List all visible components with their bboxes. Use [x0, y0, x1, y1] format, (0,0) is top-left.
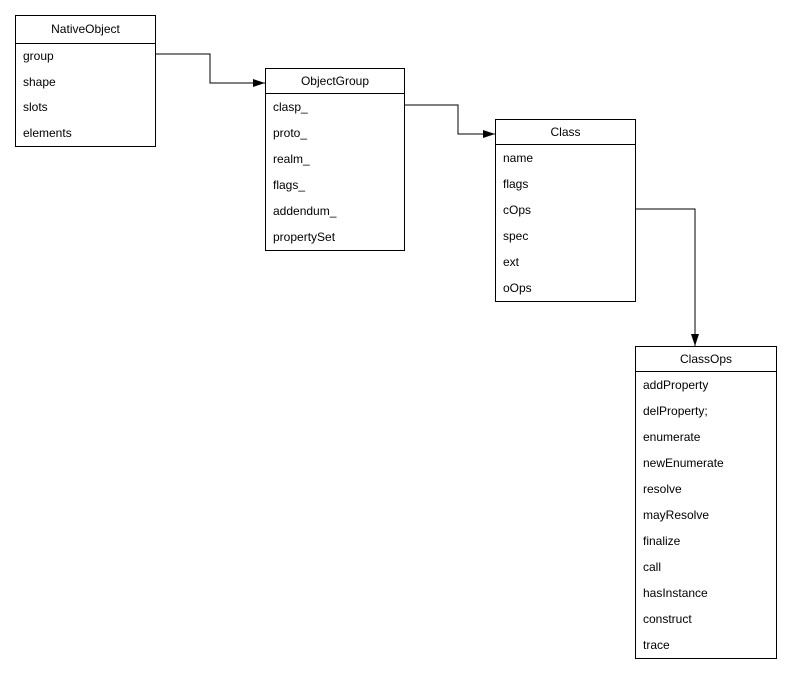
uml-class-field: hasInstance [643, 586, 708, 600]
uml-class-title: ClassOps [636, 347, 776, 372]
uml-class-field: proto_ [273, 126, 308, 140]
connector-objectgroup-to-class [405, 104, 495, 138]
uml-class-field: realm_ [273, 152, 310, 166]
uml-class-field: cOps [503, 203, 532, 217]
uml-class-field: group [23, 49, 54, 63]
uml-class-title: Class [496, 120, 635, 145]
uml-class-title: NativeObject [16, 16, 155, 44]
uml-class-field: enumerate [643, 430, 701, 444]
uml-class-field: clasp_ [273, 100, 308, 114]
uml-class-box-nativeobject: NativeObject group shape slots elements [15, 15, 156, 147]
uml-class-field: elements [23, 125, 72, 140]
uml-class-title: ObjectGroup [266, 69, 404, 94]
uml-class-field: addProperty [643, 378, 709, 392]
uml-class-field: finalize [643, 534, 681, 548]
uml-class-field: flags_ [273, 178, 306, 192]
uml-class-field: name [503, 151, 534, 165]
uml-class-field: slots [23, 100, 48, 114]
uml-class-box-class: Class name flags cOps spec ext oOps [495, 119, 636, 302]
uml-class-box-classops: ClassOps addProperty delProperty; enumer… [635, 346, 777, 659]
uml-class-field: call [643, 560, 662, 574]
uml-class-field: oOps [503, 281, 532, 295]
uml-class-field: shape [23, 74, 56, 89]
uml-class-field: resolve [643, 482, 682, 496]
uml-class-field: flags [503, 177, 529, 191]
uml-class-field: mayResolve [643, 508, 710, 522]
uml-class-field: addendum_ [273, 204, 337, 218]
uml-class-field: spec [503, 229, 529, 243]
uml-class-field: trace [643, 638, 670, 652]
connector-nativeobject-to-objectgroup [156, 53, 265, 87]
uml-class-field: propertySet [273, 230, 336, 244]
uml-class-field: ext [503, 255, 520, 269]
connector-class-to-classops [636, 208, 699, 346]
uml-class-field: newEnumerate [643, 456, 724, 470]
uml-class-field: construct [643, 612, 692, 626]
uml-class-box-objectgroup: ObjectGroup clasp_ proto_ realm_ flags_ … [265, 68, 405, 251]
uml-class-field: delProperty; [643, 404, 708, 418]
